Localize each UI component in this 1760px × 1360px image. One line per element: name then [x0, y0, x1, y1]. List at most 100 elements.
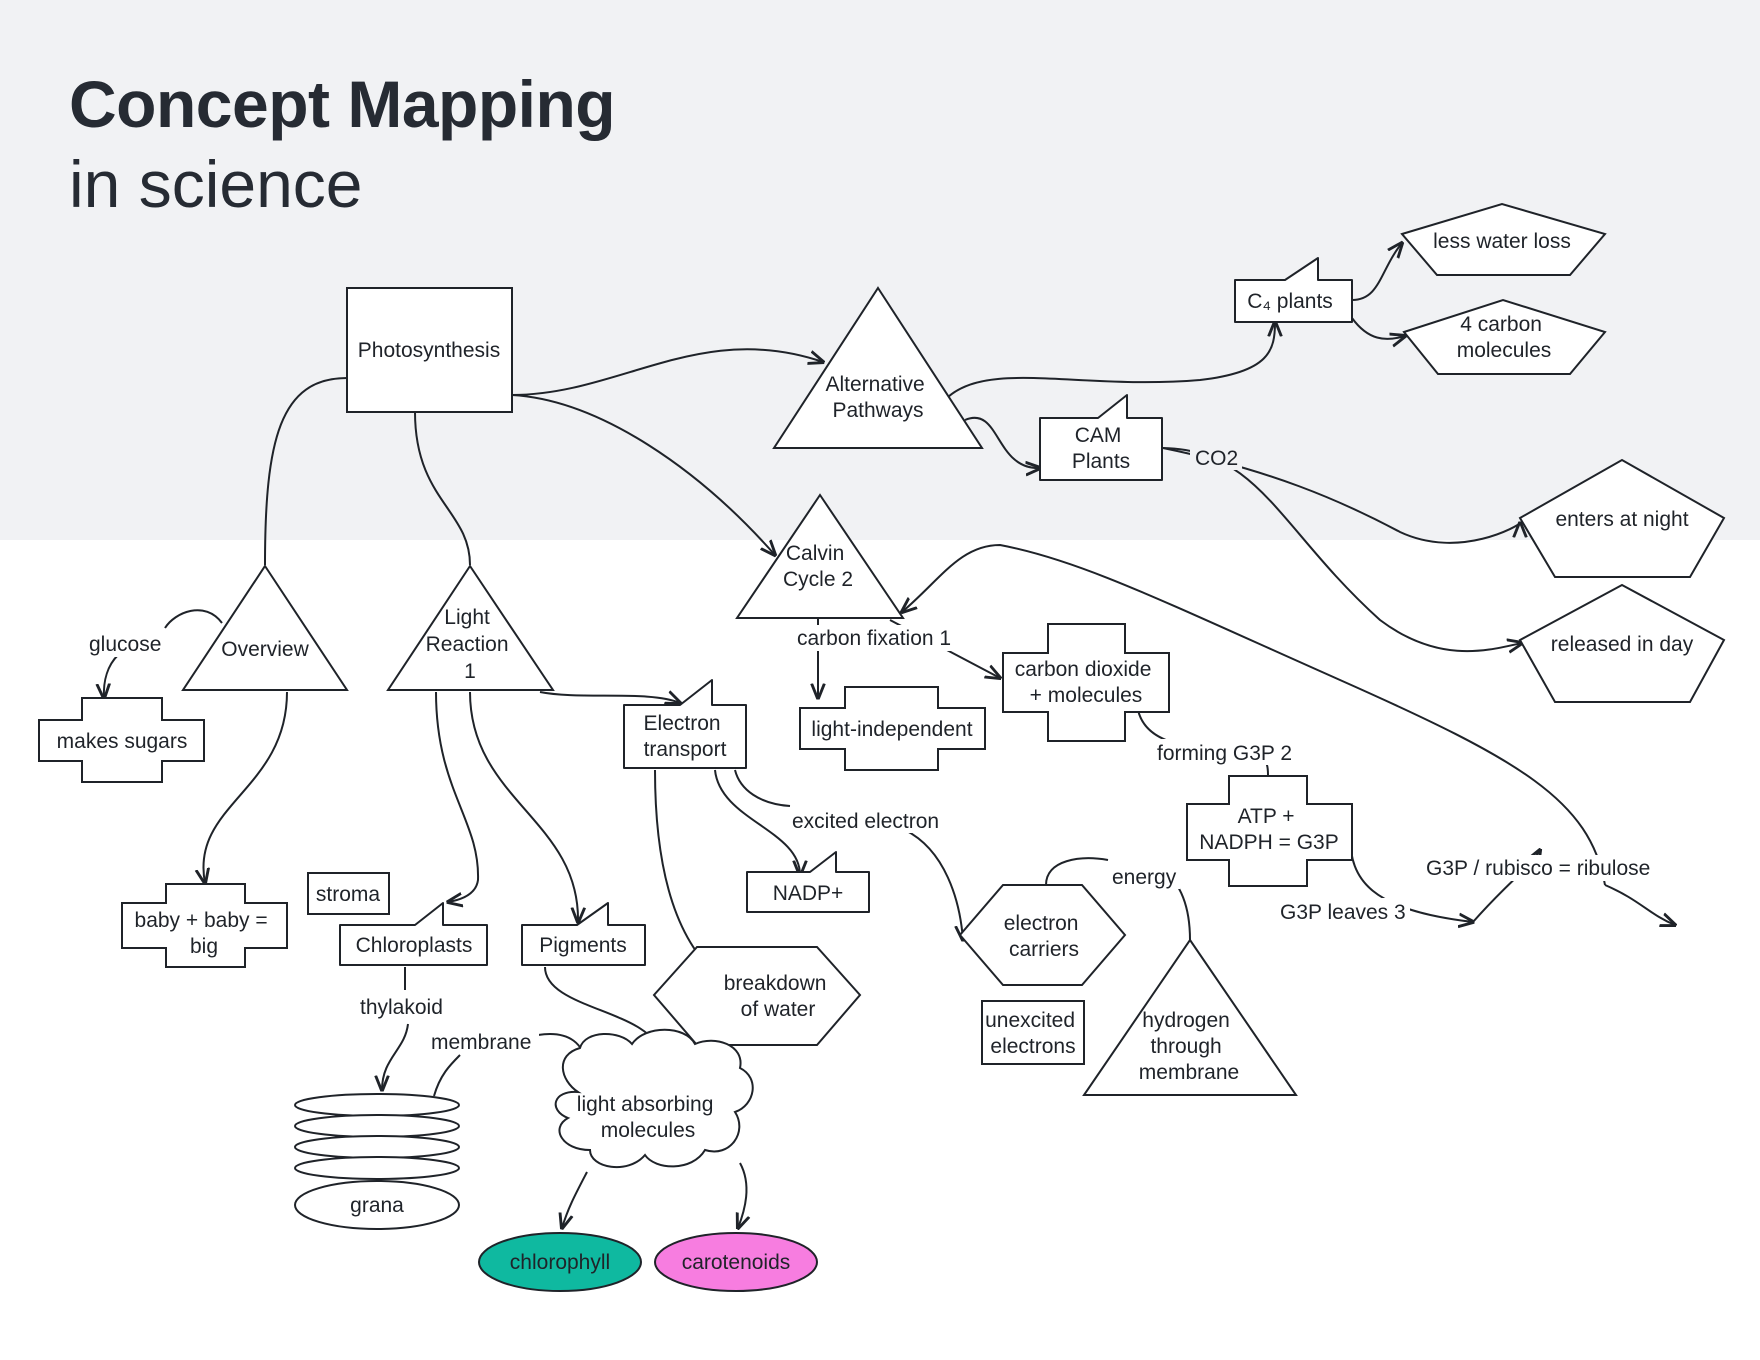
glucose-label: glucose	[89, 633, 161, 656]
page-title: Concept Mapping	[69, 67, 616, 141]
enters-at-night-label: enters at night	[1555, 508, 1688, 531]
four-carbon-label: 4 carbon molecules	[1457, 313, 1552, 362]
baby-big-label: baby + baby = big	[135, 909, 274, 958]
chloroplasts-label: Chloroplasts	[356, 934, 473, 957]
chlorophyll-label: chlorophyll	[510, 1251, 610, 1274]
node-photosynthesis[interactable]: Photosynthesis	[346, 287, 513, 413]
edge-photosynthesis-light-reaction	[414, 411, 471, 566]
node-electron-transport[interactable]: Electron transport	[623, 679, 747, 769]
energy-label: energy	[1112, 866, 1177, 889]
edge-electron-breakdown	[654, 769, 716, 974]
node-makes-sugars[interactable]: makes sugars	[38, 697, 205, 783]
node-pigments[interactable]: Pigments	[521, 902, 646, 966]
edge-overview-baby[interactable]	[203, 691, 288, 883]
node-hydrogen[interactable]: hydrogen through membrane	[1082, 938, 1298, 1096]
excited-electron-label: excited electron	[792, 810, 939, 833]
edge-c4-four-carbon[interactable]	[1351, 317, 1405, 339]
node-atp-nadph[interactable]: ATP + NADPH = G3P	[1186, 775, 1353, 887]
hydrogen-label: hydrogen through membrane	[1139, 1009, 1239, 1084]
node-breakdown-water[interactable]: breakdown of water	[652, 946, 862, 1046]
node-released-in-day[interactable]: released in day	[1518, 583, 1726, 703]
released-in-day-label: released in day	[1551, 633, 1694, 656]
node-cam-plants[interactable]: CAM Plants	[1039, 394, 1163, 481]
excited-electron-label-bg	[788, 807, 954, 833]
node-carbon-dioxide[interactable]: carbon dioxide + molecules	[1002, 623, 1170, 742]
c4-plants-label: C₄ plants	[1247, 290, 1333, 313]
edge-cam-released-day[interactable]	[1162, 447, 1522, 651]
grana-disc	[294, 1156, 460, 1180]
node-light-reaction[interactable]: Light Reaction 1	[386, 564, 555, 691]
forming-g3p-label: forming G3P 2	[1157, 742, 1292, 765]
less-water-loss-label: less water loss	[1433, 230, 1571, 253]
node-light-absorbing[interactable]: light absorbing molecules	[554, 1028, 754, 1169]
glucose-label-bg	[86, 631, 172, 657]
node-grana[interactable]: grana	[294, 1093, 460, 1230]
node-chloroplasts[interactable]: Chloroplasts	[339, 902, 488, 966]
grana-label: grana	[350, 1194, 404, 1217]
node-baby-big[interactable]: baby + baby = big	[121, 883, 288, 968]
membrane-label: membrane	[431, 1031, 531, 1054]
energy-label-bg	[1108, 863, 1180, 889]
node-chlorophyll[interactable]: chlorophyll	[478, 1232, 642, 1292]
co2-label-bg	[1190, 444, 1242, 470]
grana-disc	[294, 1093, 460, 1117]
light-reaction-label: Light Reaction 1	[426, 606, 515, 683]
node-electron-carriers[interactable]: electron carriers	[958, 884, 1127, 986]
edge-light-absorbing-chlorophyll[interactable]	[562, 1171, 588, 1228]
edge-ribulose-end[interactable]	[1604, 884, 1675, 925]
electron-transport-label: Electron transport	[644, 712, 727, 761]
carbon-fixation-label-bg	[793, 625, 963, 651]
g3p-rubisco-label: G3P / rubisco = ribulose	[1426, 857, 1650, 880]
g3p-rubisco-label-bg	[1423, 855, 1663, 881]
edge-alternative-c4[interactable]	[947, 322, 1275, 398]
edge-light-chloroplasts[interactable]	[435, 691, 480, 902]
edge-electron-nadp[interactable]	[714, 769, 800, 875]
g3p-leaves-label: G3P leaves 3	[1280, 901, 1406, 924]
node-nadp[interactable]: NADP+	[746, 851, 870, 913]
node-alternative-pathways[interactable]: Alternative Pathways	[772, 286, 984, 449]
co2-label: CO2	[1195, 447, 1238, 470]
grana-base	[294, 1180, 460, 1230]
node-less-water-loss[interactable]: less water loss	[1400, 202, 1607, 276]
carbon-fixation-label: carbon fixation 1	[797, 627, 951, 650]
breakdown-water-label: breakdown of water	[724, 972, 833, 1021]
node-c4-plants[interactable]: C₄ plants	[1234, 257, 1353, 323]
thylakoid-label: thylakoid	[360, 996, 443, 1019]
edge-photosynthesis-calvin[interactable]	[511, 394, 775, 555]
pigments-label: Pigments	[539, 934, 627, 957]
nadp-label: NADP+	[773, 882, 844, 905]
edge-carriers-energy	[1045, 857, 1109, 886]
edge-light-pigments[interactable]	[469, 691, 578, 922]
edge-ribulose-calvin[interactable]	[902, 543, 1606, 886]
node-calvin-cycle[interactable]: Calvin Cycle 2	[735, 493, 905, 619]
edge-photosynthesis-alternative[interactable]	[511, 348, 823, 396]
alternative-pathways-label: Alternative Pathways	[825, 373, 930, 422]
edge-light-electron[interactable]	[539, 692, 680, 703]
edge-grana-membrane	[433, 1054, 461, 1097]
grana-disc	[294, 1135, 460, 1159]
node-unexcited-electrons[interactable]: unexcited electrons	[981, 1000, 1085, 1065]
light-independent-label: light-independent	[811, 718, 972, 741]
atp-nadph-label: ATP + NADPH = G3P	[1199, 805, 1338, 854]
node-overview[interactable]: Overview	[181, 564, 349, 691]
edge-excited-carriers[interactable]	[904, 829, 963, 940]
node-carotenoids[interactable]: carotenoids	[654, 1232, 818, 1292]
edge-glucose-makes-sugars[interactable]	[104, 654, 119, 698]
page-subtitle: in science	[69, 147, 363, 221]
node-enters-at-night[interactable]: enters at night	[1518, 458, 1726, 578]
edge-alternative-cam[interactable]	[964, 416, 1040, 468]
edge-thylakoid-grana[interactable]	[382, 1023, 409, 1090]
node-light-independent[interactable]: light-independent	[799, 686, 986, 771]
edge-c4-less-water[interactable]	[1351, 243, 1402, 301]
membrane-label-bg	[427, 1028, 539, 1054]
node-four-carbon[interactable]: 4 carbon molecules	[1402, 298, 1607, 375]
edge-light-absorbing-carotenoids[interactable]	[738, 1162, 746, 1228]
carotenoids-label: carotenoids	[682, 1251, 791, 1274]
thylakoid-label-bg	[356, 993, 456, 1019]
node-stroma[interactable]: stroma	[307, 872, 390, 915]
edge-cam-enters-night[interactable]	[1162, 447, 1520, 544]
g3p-leaves-label-bg	[1276, 898, 1410, 924]
makes-sugars-label: makes sugars	[57, 730, 188, 753]
electron-carriers-label: electron carriers	[1004, 912, 1085, 961]
